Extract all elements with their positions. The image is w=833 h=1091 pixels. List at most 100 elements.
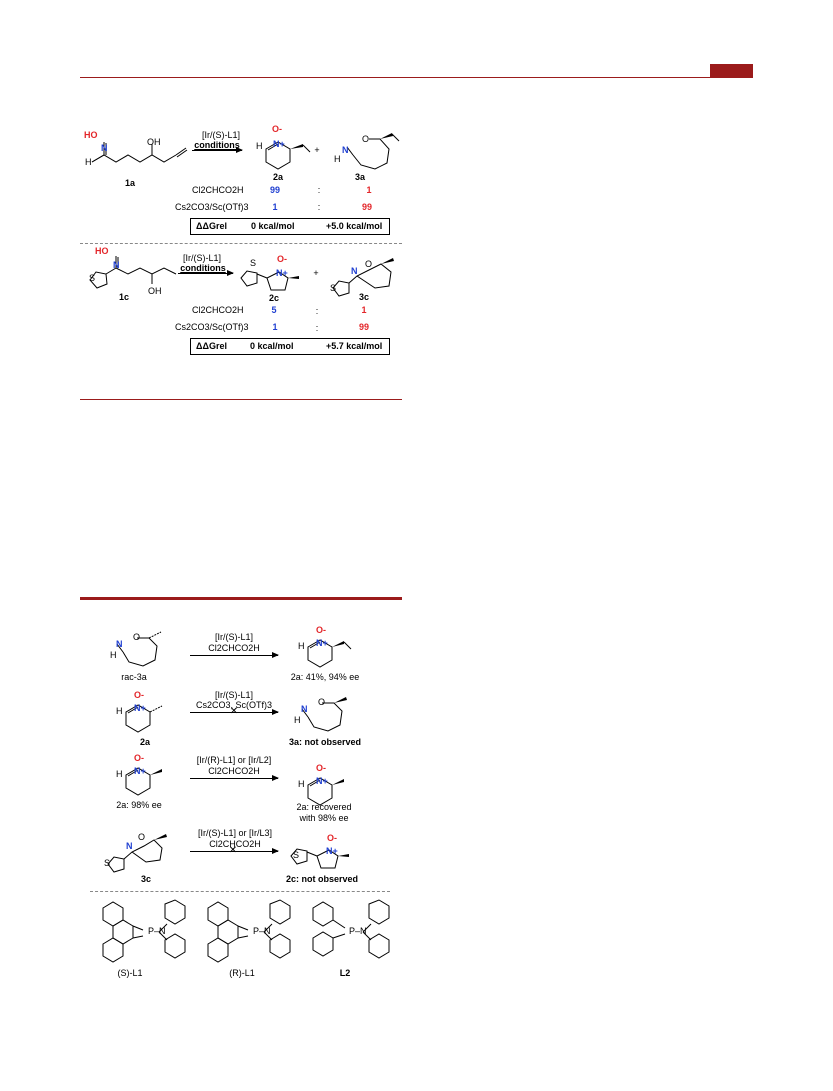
blocked-mark-row4: ✕ [228,845,238,856]
structure-2c [240,270,299,291]
sm-row2: 2a [139,737,151,747]
atom-Ominus-p3: O- [316,763,326,773]
atom-O-3a: O [362,134,370,144]
atom-H-3a: H [334,154,341,164]
ratio-2-row1-sep: : [315,306,319,316]
label-2c: 2c [268,293,280,303]
atom-S-1c: S [89,273,96,283]
header-rule [80,77,753,78]
structure-3a [346,133,400,170]
ligand-S-L1-P: P–N [148,926,166,936]
structure-2a-row1 [307,639,352,668]
ddg-1-v2: +5.0 kcal/mol [326,221,383,231]
atom-HO-1c: HO [95,246,109,256]
reagent-row2-bottom: Cs2CO3, Sc(OTf)3 [195,700,273,710]
structure-2a-row3 [125,767,162,796]
ratio-1-row1-sep: : [317,185,321,195]
ddg-box-2 [190,338,390,355]
reaction-arrow-row4 [190,848,279,854]
ligand-L2-P: P–N [349,926,367,936]
ddg-2-v1: 0 kcal/mol [250,341,294,351]
reagent-row4-top: [Ir/(S)-L1] or [Ir/L3] [197,828,273,838]
divider-dashed-2 [90,891,390,892]
atom-OH-1c: OH [148,286,162,296]
reaction-arrow-1 [192,147,243,153]
reagent-1-top: [Ir/(S)-L1] [201,130,241,140]
label-3c: 3c [358,292,370,302]
cond-1-row1: Cl2CHCO2H [192,185,244,195]
sm-row1: rac-3a [121,672,147,682]
cond-2-row2: Cs2CO3/Sc(OTf)3 [175,322,249,332]
sm-row3: 2a: 98% ee [116,800,162,810]
prod-row3: 2a: recovered [296,802,352,812]
ligand-R-L1-P: P–N [253,926,271,936]
atom-Nplus-2a: N+ [273,139,285,149]
structure-2a-row2 [125,704,163,733]
atom-Ominus-2c: O- [277,254,287,264]
blocked-mark-row2: ✕ [229,706,239,717]
cond-1-row2: Cs2CO3/Sc(OTf)3 [175,202,249,212]
structure-rac-3a [116,631,162,667]
figure-rule-top [80,597,402,600]
plus-1: + [314,145,320,155]
reagent-row3-bottom: Cl2CHCO2H [208,766,260,776]
atom-N-3c: N [351,266,358,276]
ratio-2-row2-sep: : [315,323,319,333]
reaction-arrow-row1 [190,652,279,658]
figure-rule-bottom [80,399,402,400]
atom-S-r4p: S [293,850,300,860]
atom-HO-1a: HO [84,130,98,140]
atom-O-3c: O [365,259,373,269]
divider-dashed-1 [80,243,402,244]
ratio-2-row2-v1: 1 [272,322,278,332]
atom-H-p3: H [298,779,305,789]
reagent-row4-bottom: Cl2CHCO2H [209,839,261,849]
ratio-2-row1-v1: 5 [271,305,277,315]
cond-2-row1: Cl2CHCO2H [192,305,244,315]
label-3a: 3a [354,172,366,182]
ratio-1-row1-v1: 99 [269,185,281,195]
atom-Ominus-r4p: O- [327,833,337,843]
reagent-row3-top: [Ir/(R)-L1] or [Ir/L2] [196,755,272,765]
atom-N-1c: N [113,260,120,270]
prod-row2: 3a: not observed [288,737,362,747]
atom-S-r4: S [104,858,111,868]
atom-H-2a: H [256,141,263,151]
ligand-label-3: L2 [339,968,351,978]
reagent-2-bottom: conditions [180,263,226,273]
reagent-1-bottom: conditions [194,140,240,150]
ligand-R-L1 [207,899,291,963]
atom-O-r2: O [318,697,326,707]
atom-O-r1: O [133,632,141,642]
atom-Nplus-r2: N+ [134,703,146,713]
structure-3c [332,258,394,297]
atom-H-r2: H [116,706,123,716]
atom-N-r4: N [126,841,133,851]
ddg-box-1 [190,218,390,235]
atom-S-2c: S [250,258,257,268]
atom-H-r3: H [116,769,123,779]
structure-3c-row4 [107,834,167,873]
structure-1a [91,142,188,163]
structure-2a-row3-prod [307,777,344,806]
reaction-arrow-2 [178,270,234,276]
ratio-1-row2-sep: : [317,202,321,212]
atom-Nplus-p3: N+ [316,776,328,786]
atom-Nplus-r4p: N+ [326,846,338,856]
atom-OH-1a: OH [147,137,161,147]
prod-row1: 2a: 41%, 94% ee [290,672,360,682]
ddg-1-v1: 0 kcal/mol [251,221,295,231]
atom-H-1a: H [85,157,92,167]
ligand-L2 [312,899,390,959]
reagent-row2-top: [Ir/(S)-L1] [214,690,254,700]
ddg-label-1: ΔΔGrel [196,221,227,231]
prod-row3-line2: with 98% ee [299,813,349,823]
ligand-label-1: (S)-L1 [117,968,143,978]
atom-H-r1: H [110,650,117,660]
atom-Ominus-r1: O- [316,625,326,635]
ddg-label-2: ΔΔGrel [196,341,227,351]
sm-row4: 3c [140,874,152,884]
label-1c: 1c [118,292,130,302]
atom-N-3a: N [342,145,349,155]
atom-H-p1: H [298,641,305,651]
